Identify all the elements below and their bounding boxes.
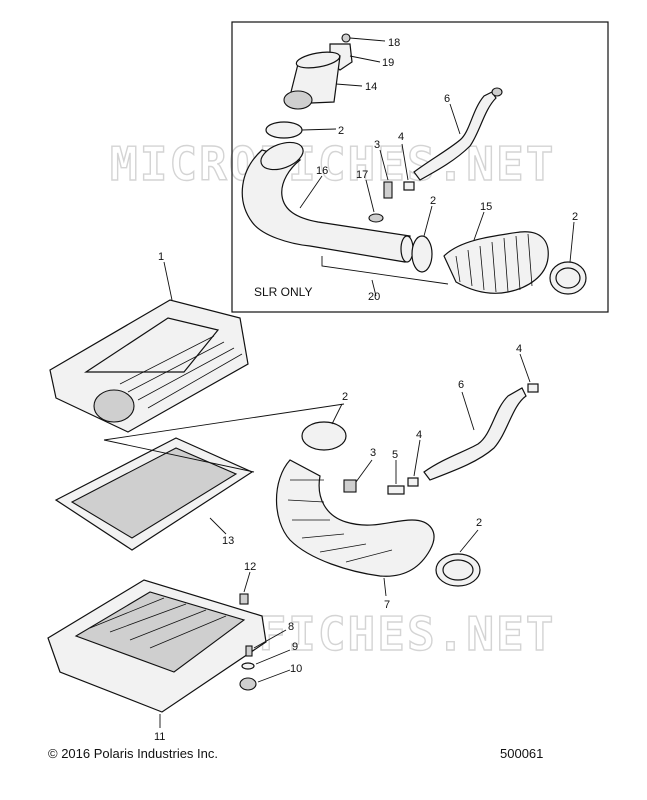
callout-4-top: 4 <box>398 131 404 143</box>
callout-12: 12 <box>244 561 256 573</box>
part-10-grommet <box>239 677 257 691</box>
callout-3-top: 3 <box>374 139 380 151</box>
part-13-air-filter <box>54 437 254 551</box>
callout-7: 7 <box>384 599 390 611</box>
callout-8: 8 <box>288 621 294 633</box>
callout-4-mid: 4 <box>416 429 422 441</box>
callout-14: 14 <box>365 81 377 93</box>
part-18-nut <box>341 33 351 43</box>
part-6-hose-bottom <box>423 387 527 481</box>
part-11-airbox-base <box>47 579 267 713</box>
part-12-clip <box>239 593 249 605</box>
part-15-bellows-hose <box>443 231 549 294</box>
slr-only-box <box>231 21 609 313</box>
leader-lines <box>103 37 575 728</box>
callout-6-bottom: 6 <box>458 379 464 391</box>
callout-19: 19 <box>382 57 394 69</box>
part-1-airbox-cover <box>49 299 249 433</box>
callout-17: 17 <box>356 169 368 181</box>
part-5-fitting <box>387 485 405 495</box>
callout-11: 11 <box>154 731 165 743</box>
callout-16: 16 <box>316 165 328 177</box>
callouts: 18 19 14 2 6 4 3 16 17 2 15 2 20 1 2 4 6… <box>154 37 578 743</box>
callout-20: 20 <box>368 291 380 303</box>
callout-3-bottom: 3 <box>370 447 376 459</box>
callout-2-mid: 2 <box>430 195 436 207</box>
callout-9: 9 <box>292 641 298 653</box>
part-4-clamp-small-right <box>527 383 539 393</box>
callout-2-left: 2 <box>342 391 348 403</box>
part-8-bolt <box>245 645 253 657</box>
copyright-text: © 2016 Polaris Industries Inc. <box>48 746 218 761</box>
part-4-clamp-small-mid <box>407 477 419 487</box>
callout-6-top: 6 <box>444 93 450 105</box>
part-2-clamp-left <box>301 421 347 451</box>
part-9-washer <box>241 662 255 670</box>
callout-2-lower-right: 2 <box>476 517 482 529</box>
callout-10: 10 <box>290 663 302 675</box>
callout-2-right: 2 <box>572 211 578 223</box>
callout-5: 5 <box>392 449 398 461</box>
callout-4-right: 4 <box>516 343 522 355</box>
callout-13: 13 <box>222 535 234 547</box>
diagram-number: 500061 <box>500 746 544 761</box>
callout-1: 1 <box>158 251 164 263</box>
part-2-clamp-mid <box>411 235 433 273</box>
part-4-clamp-small-top <box>403 181 415 191</box>
watermark-top: MICROFICHES.NET <box>110 137 555 191</box>
part-7-intake-duct <box>275 459 435 577</box>
part-2-clamp-lower-right <box>435 553 481 587</box>
callout-15: 15 <box>480 201 492 213</box>
part-2-clamp-top <box>265 121 303 139</box>
part-6-hose-top <box>413 87 503 181</box>
part-2-clamp-right <box>549 261 587 295</box>
part-14-filter-tube <box>283 51 341 110</box>
callout-18: 18 <box>388 37 400 49</box>
part-17-grommet <box>368 213 384 223</box>
part-16-intake-pipe <box>241 141 414 263</box>
part-3-sensor-top <box>383 181 393 199</box>
slr-only-label: SLR ONLY <box>254 285 312 299</box>
callout-2-top: 2 <box>338 125 344 137</box>
part-3-sensor-bottom <box>343 479 357 493</box>
